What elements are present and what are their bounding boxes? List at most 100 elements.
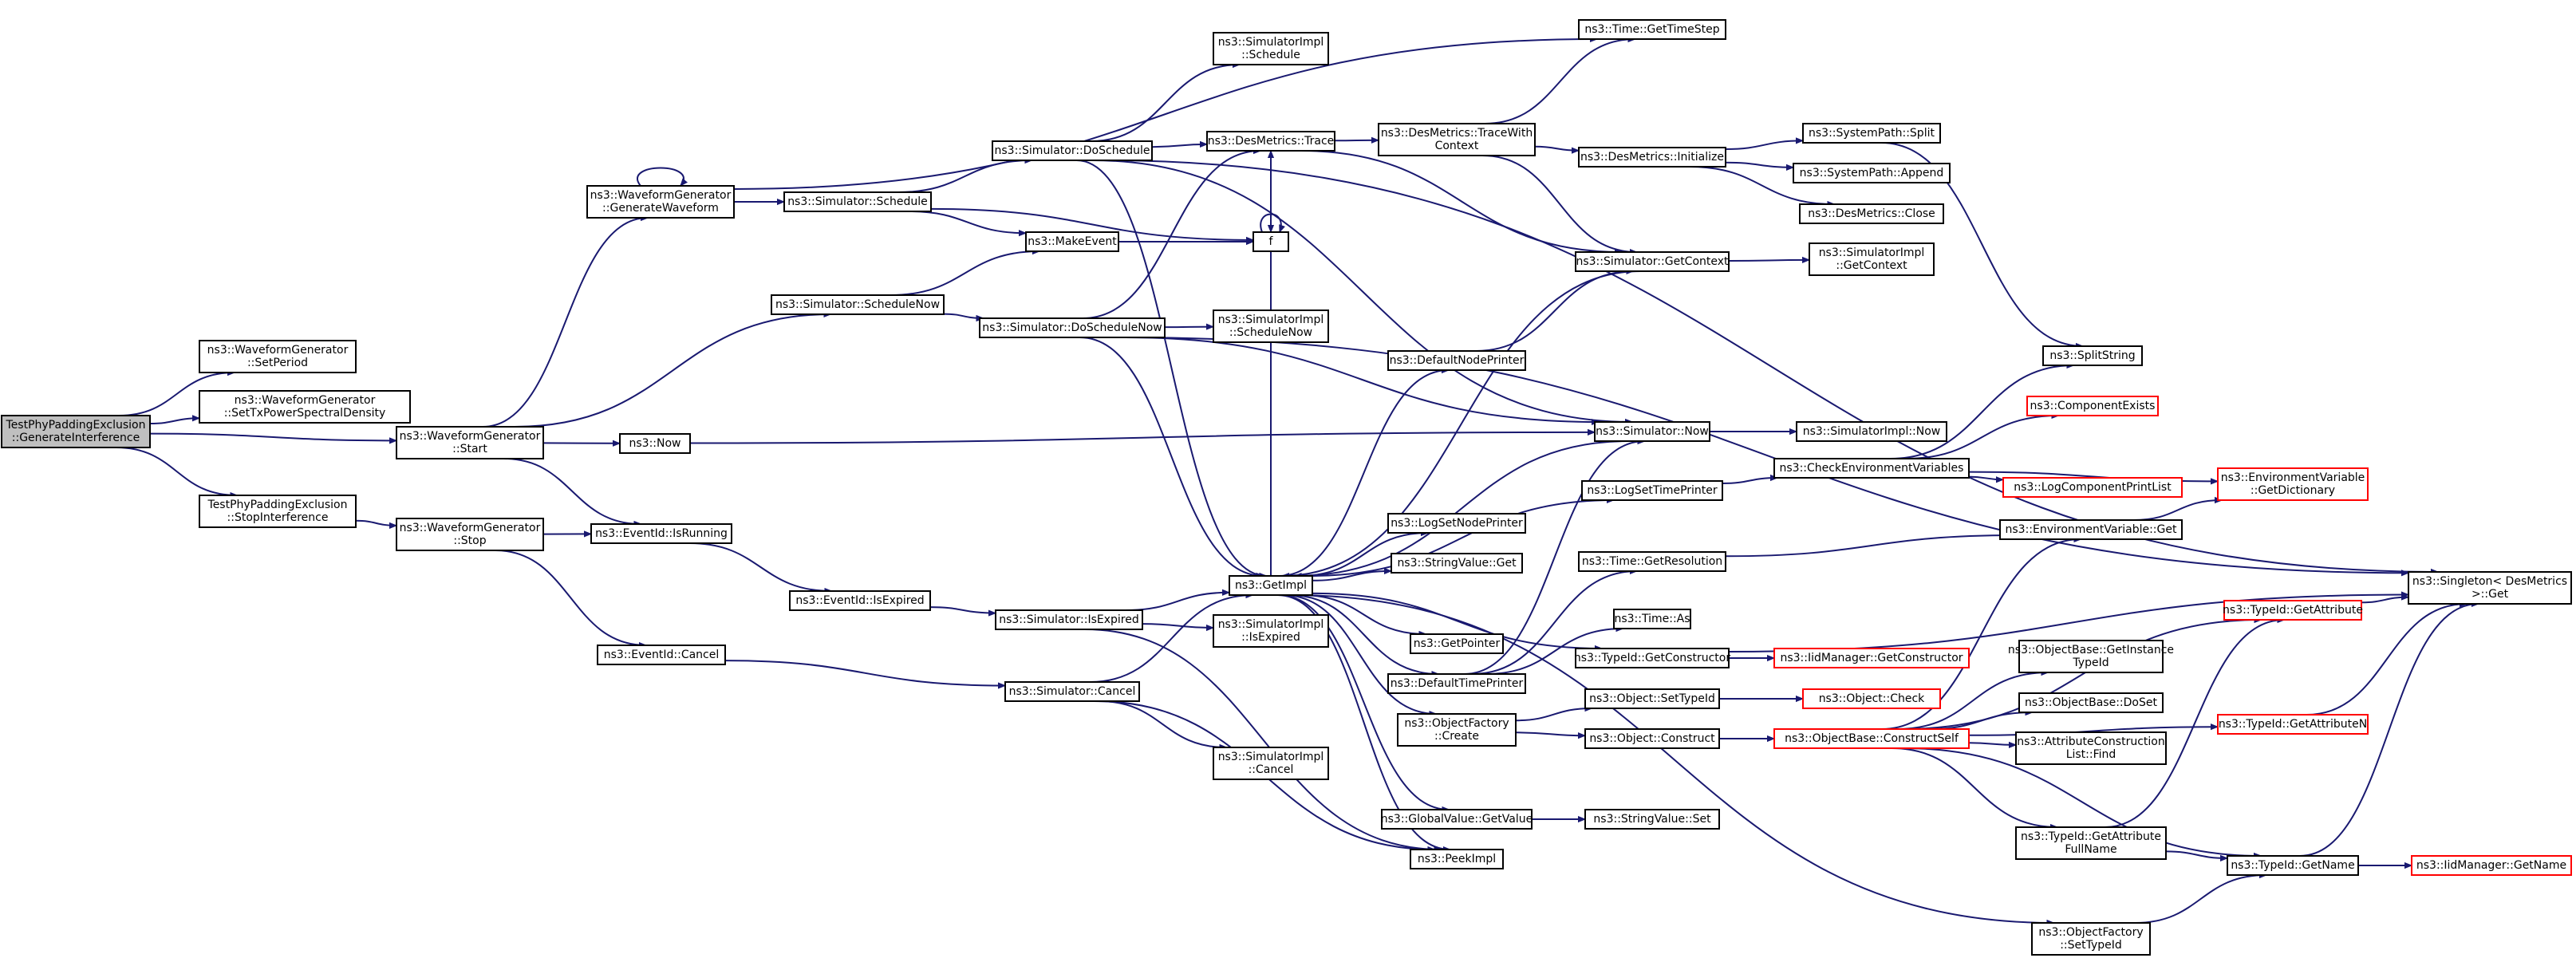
node-logcompprintlist[interactable]: ns3::LogComponentPrintList — [2002, 477, 2183, 498]
node-box-envvar_get[interactable] — [1999, 519, 2183, 540]
node-sim_doschednow[interactable]: ns3::Simulator::DoScheduleNow — [979, 317, 1166, 338]
node-tp_stop[interactable]: TestPhyPaddingExclusion::StopInterferenc… — [199, 495, 357, 528]
node-box-wg_start[interactable] — [396, 426, 544, 459]
node-object_settypeid[interactable]: ns3::Object::SetTypeId — [1584, 688, 1720, 709]
node-box-deftimeprinter[interactable] — [1387, 673, 1526, 694]
node-object_check[interactable]: ns3::Object::Check — [1802, 688, 1941, 709]
node-box-stringvalue_get[interactable] — [1391, 553, 1523, 574]
node-box-typeid_getattributen[interactable] — [2217, 714, 2369, 735]
node-time_getresolution[interactable]: ns3::Time::GetResolution — [1578, 551, 1726, 572]
node-box-getimpl[interactable] — [1229, 575, 1313, 596]
node-box-simimpl_sched[interactable] — [1213, 32, 1329, 65]
node-box-syspath_append[interactable] — [1793, 163, 1951, 183]
node-time_gettimestep[interactable]: ns3::Time::GetTimeStep — [1578, 19, 1726, 40]
node-box-iidmgr_getconstructor[interactable] — [1773, 648, 1970, 668]
node-box-logsettimeprinter[interactable] — [1581, 480, 1723, 501]
node-box-attrconstrlist_find[interactable] — [2015, 731, 2167, 765]
node-checkenvvars[interactable]: ns3::CheckEnvironmentVariables — [1773, 458, 1970, 479]
node-box-typeid_getattrfullname[interactable] — [2015, 826, 2167, 860]
node-box-sim_now[interactable] — [1594, 421, 1710, 442]
node-box-root[interactable] — [1, 415, 151, 448]
node-objfactory_create[interactable]: ns3::ObjectFactory::Create — [1397, 713, 1517, 747]
node-time_as[interactable]: ns3::Time::As — [1613, 609, 1691, 629]
node-syspath_append[interactable]: ns3::SystemPath::Append — [1793, 163, 1951, 183]
node-box-sim_schedule[interactable] — [783, 191, 932, 212]
node-box-objfactory_settypeid[interactable] — [2031, 922, 2151, 956]
node-box-singleton_get[interactable] — [2408, 571, 2572, 605]
node-wg_setperiod[interactable]: ns3::WaveformGenerator::SetPeriod — [199, 340, 357, 373]
node-box-time_gettimestep[interactable] — [1578, 19, 1726, 40]
node-simimpl_isexpired[interactable]: ns3::SimulatorImpl::IsExpired — [1213, 614, 1329, 648]
node-wg_settxpsd[interactable]: ns3::WaveformGenerator::SetTxPowerSpectr… — [199, 390, 411, 424]
node-wg_start[interactable]: ns3::WaveformGenerator::Start — [396, 426, 544, 459]
node-sim_now[interactable]: ns3::Simulator::Now — [1594, 421, 1710, 442]
node-typeid_getconstructor[interactable]: ns3::TypeId::GetConstructor — [1574, 648, 1730, 668]
node-objbase_constructself[interactable]: ns3::ObjectBase::ConstructSelf — [1773, 728, 1970, 749]
node-box-envvar_getdict[interactable] — [2217, 467, 2369, 501]
node-logsettimeprinter[interactable]: ns3::LogSetTimePrinter — [1581, 480, 1723, 501]
node-box-desm_tracewithctx[interactable] — [1378, 123, 1536, 156]
node-box-sim_getcontext[interactable] — [1575, 251, 1730, 272]
node-defnodeprinter[interactable]: ns3::DefaultNodePrinter — [1387, 350, 1526, 371]
node-sim_getcontext[interactable]: ns3::Simulator::GetContext — [1575, 251, 1730, 272]
node-simimpl_cancel[interactable]: ns3::SimulatorImpl::Cancel — [1213, 747, 1329, 780]
node-typeid_getattribute[interactable]: ns3::TypeId::GetAttribute — [2223, 600, 2363, 621]
node-getimpl[interactable]: ns3::GetImpl — [1229, 575, 1313, 596]
node-box-wg_genwave[interactable] — [586, 185, 735, 219]
node-typeid_getname[interactable]: ns3::TypeId::GetName — [2227, 855, 2359, 876]
node-box-peekimpl[interactable] — [1410, 849, 1504, 869]
node-object_construct[interactable]: ns3::Object::Construct — [1584, 728, 1720, 749]
node-box-stringvalue_set[interactable] — [1584, 809, 1720, 830]
node-ev_isexpired[interactable]: ns3::EventId::IsExpired — [789, 590, 931, 611]
node-box-objfactory_create[interactable] — [1397, 713, 1517, 747]
node-sim_cancel[interactable]: ns3::Simulator::Cancel — [1004, 681, 1140, 702]
node-makeevent[interactable]: ns3::MakeEvent — [1025, 231, 1119, 252]
node-box-objbase_constructself[interactable] — [1773, 728, 1970, 749]
node-box-typeid_getname[interactable] — [2227, 855, 2359, 876]
node-box-objbase_getinstancetypeid[interactable] — [2018, 640, 2164, 673]
node-box-f[interactable] — [1252, 231, 1289, 252]
node-syspath_split[interactable]: ns3::SystemPath::Split — [1802, 123, 1941, 144]
node-desm_init[interactable]: ns3::DesMetrics::Initialize — [1578, 147, 1726, 168]
node-box-sim_cancel[interactable] — [1004, 681, 1140, 702]
node-box-time_getresolution[interactable] — [1578, 551, 1726, 572]
node-box-object_check[interactable] — [1802, 688, 1941, 709]
node-desm_trace[interactable]: ns3::DesMetrics::Trace — [1206, 131, 1335, 152]
node-typeid_getattributen[interactable]: ns3::TypeId::GetAttributeN — [2217, 714, 2369, 735]
node-envvar_getdict[interactable]: ns3::EnvironmentVariable::GetDictionary — [2217, 467, 2369, 501]
node-box-defnodeprinter[interactable] — [1387, 350, 1526, 371]
node-simimpl_sched[interactable]: ns3::SimulatorImpl::Schedule — [1213, 32, 1329, 65]
node-simimpl_getcontext[interactable]: ns3::SimulatorImpl::GetContext — [1809, 242, 1935, 276]
node-box-globalvalue_get[interactable] — [1381, 809, 1533, 830]
node-box-simimpl_now[interactable] — [1796, 421, 1947, 442]
node-box-object_construct[interactable] — [1584, 728, 1720, 749]
node-getpointer[interactable]: ns3::GetPointer — [1410, 633, 1504, 654]
node-root[interactable]: TestPhyPaddingExclusion::GenerateInterfe… — [1, 415, 151, 448]
node-box-simimpl_schednow[interactable] — [1213, 309, 1329, 343]
node-box-sim_doschednow[interactable] — [979, 317, 1166, 338]
node-simimpl_schednow[interactable]: ns3::SimulatorImpl::ScheduleNow — [1213, 309, 1329, 343]
node-wg_genwave[interactable]: ns3::WaveformGenerator::GenerateWaveform — [586, 185, 735, 219]
node-box-logsetnodeprinter[interactable] — [1387, 513, 1526, 534]
node-box-ev_isexpired[interactable] — [789, 590, 931, 611]
node-ev_isrunning[interactable]: ns3::EventId::IsRunning — [590, 523, 732, 544]
node-splitstring[interactable]: ns3::SplitString — [2042, 345, 2143, 366]
node-box-simimpl_cancel[interactable] — [1213, 747, 1329, 780]
node-iidmgr_getconstructor[interactable]: ns3::IidManager::GetConstructor — [1773, 648, 1970, 668]
node-ev_cancel[interactable]: ns3::EventId::Cancel — [597, 645, 726, 665]
node-iidmgr_getname[interactable]: ns3::IidManager::GetName — [2411, 855, 2572, 876]
node-box-typeid_getattribute[interactable] — [2223, 600, 2362, 621]
node-wg_stop[interactable]: ns3::WaveformGenerator::Stop — [396, 518, 544, 551]
node-box-wg_stop[interactable] — [396, 518, 544, 551]
node-box-ev_isrunning[interactable] — [590, 523, 732, 544]
node-sim_schedule[interactable]: ns3::Simulator::Schedule — [783, 191, 932, 212]
node-box-desm_trace[interactable] — [1206, 131, 1335, 152]
node-now[interactable]: ns3::Now — [619, 433, 691, 454]
node-simimpl_now[interactable]: ns3::SimulatorImpl::Now — [1796, 421, 1947, 442]
node-box-desm_close[interactable] — [1799, 203, 1944, 224]
node-sim_schednow[interactable]: ns3::Simulator::ScheduleNow — [771, 294, 945, 315]
node-sim_isexpired[interactable]: ns3::Simulator::IsExpired — [995, 609, 1143, 630]
